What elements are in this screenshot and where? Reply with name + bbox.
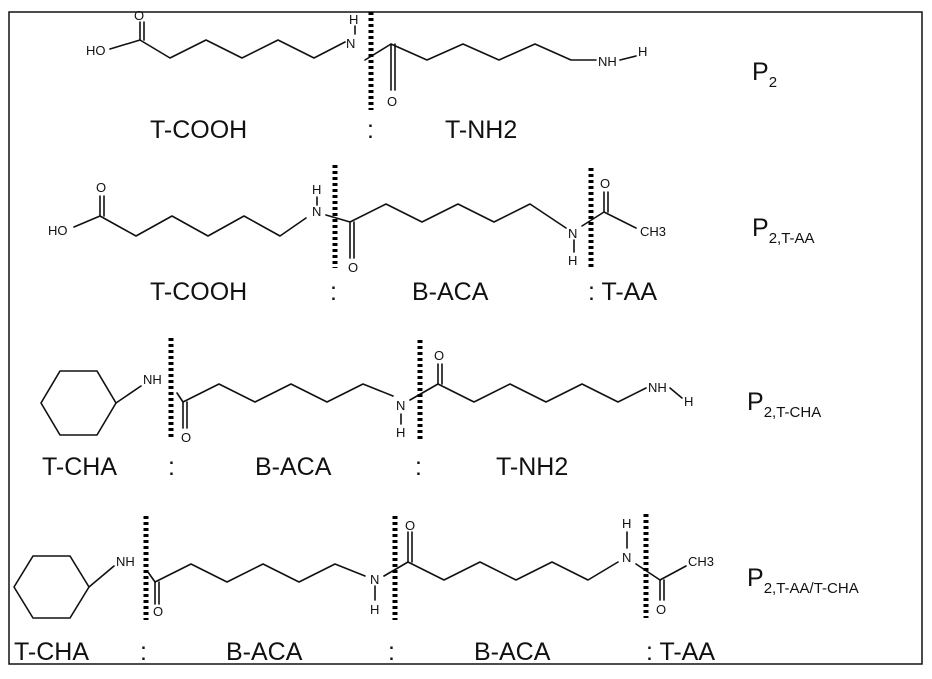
atom-ho: HO xyxy=(48,223,68,238)
atom-o: O xyxy=(656,602,666,617)
segment-label: T-NH2 xyxy=(445,116,517,144)
atom-nh: NH xyxy=(648,380,667,395)
atom-h-terminal: H xyxy=(638,44,647,59)
atom-n: N xyxy=(370,572,379,587)
label-main: P xyxy=(752,214,769,242)
atom-o: O xyxy=(434,348,444,363)
nh2-h-bond xyxy=(619,55,637,61)
atom-h: H xyxy=(568,253,577,268)
atom-h: H xyxy=(622,516,631,531)
segment-separator: : xyxy=(388,638,395,666)
backbone-second-chain xyxy=(409,383,647,403)
atom-o-acetyl: O xyxy=(600,176,610,191)
segment-label: : T-AA xyxy=(646,638,715,666)
ring-nh-bond xyxy=(115,385,142,404)
segment-label: : T-AA xyxy=(588,278,657,306)
structure-label: P2,T-AA xyxy=(752,214,815,247)
atom-h: H xyxy=(370,602,379,617)
structure-p2: HO O H N O NH H T-COOH : T-NH2 P2 xyxy=(86,8,777,144)
structure-label: P2 xyxy=(752,58,777,91)
label-subscript: 2,T-AA/T-CHA xyxy=(764,580,859,597)
atom-n: N xyxy=(346,36,355,51)
label-main: P xyxy=(747,388,764,416)
label-main: P xyxy=(752,58,769,86)
atom-o: O xyxy=(153,604,163,619)
label-subscript: 2 xyxy=(769,74,777,91)
segment-separator: : xyxy=(415,453,422,481)
label-subscript: 2,T-CHA xyxy=(764,404,822,421)
atom-nh: NH xyxy=(598,54,617,69)
backbone-first-chain xyxy=(176,383,394,403)
atom-o: O xyxy=(405,518,415,533)
atom-o-amide: O xyxy=(387,94,397,109)
acetyl-chain xyxy=(581,211,637,229)
atom-nh: NH xyxy=(116,554,135,569)
backbone-middle-chain xyxy=(325,203,567,229)
structure-p2-t-aa-t-cha: NH O N H O H N O CH3 T-CHA : B-ACA : B-A… xyxy=(13,514,859,666)
atom-n: N xyxy=(622,550,631,565)
atom-h-terminal: H xyxy=(684,394,693,409)
segment-label: T-NH2 xyxy=(496,453,568,481)
atom-ho: HO xyxy=(86,43,106,58)
structure-label: P2,T-AA/T-CHA xyxy=(747,564,859,597)
segment-label: T-CHA xyxy=(42,453,117,481)
atom-n: N xyxy=(568,226,577,241)
segment-label: B-ACA xyxy=(474,638,551,666)
structure-p2-t-aa: HO O H N O N H O CH3 T-COOH : B-ACA : T-… xyxy=(48,165,815,306)
atom-o: O xyxy=(181,430,191,445)
segment-label: B-ACA xyxy=(255,453,332,481)
segment-label: T-COOH xyxy=(150,116,247,144)
atom-n: N xyxy=(312,204,321,219)
backbone-acid-chain xyxy=(109,39,346,59)
nh2-h-bond xyxy=(669,387,683,399)
segment-separator: : xyxy=(330,278,337,306)
atom-o-acid: O xyxy=(134,8,144,23)
atom-h: H xyxy=(396,425,405,440)
label-main: P xyxy=(747,564,764,592)
segment-separator: : xyxy=(168,453,175,481)
backbone-first-chain xyxy=(147,563,366,583)
figure-frame xyxy=(8,11,923,665)
backbone-second-chain xyxy=(383,561,619,581)
segment-label: T-COOH xyxy=(150,278,247,306)
atom-nh: NH xyxy=(143,372,162,387)
atom-h: H xyxy=(312,182,321,197)
backbone-amine-chain xyxy=(364,43,597,61)
atom-o-acid: O xyxy=(96,180,106,195)
cyclohexyl-ring xyxy=(40,370,117,436)
segment-label: B-ACA xyxy=(412,278,489,306)
backbone-acid-chain xyxy=(73,215,307,237)
segment-label: B-ACA xyxy=(226,638,303,666)
atom-o-amide: O xyxy=(348,260,358,275)
atom-h: H xyxy=(349,12,358,27)
label-subscript: 2,T-AA xyxy=(769,230,815,247)
structure-p2-t-cha: NH O N H O NH H T-CHA : B-ACA : T-NH2 P2… xyxy=(40,338,821,481)
atom-ch3: CH3 xyxy=(640,224,666,239)
acetyl-chain xyxy=(635,563,687,581)
segment-separator: : xyxy=(140,638,147,666)
ring-nh-bond xyxy=(88,565,115,588)
cyclohexyl-ring xyxy=(13,555,90,619)
structure-label: P2,T-CHA xyxy=(747,388,821,421)
segment-label: T-CHA xyxy=(14,638,89,666)
segment-separator: : xyxy=(367,116,374,144)
atom-n: N xyxy=(396,398,405,413)
atom-ch3: CH3 xyxy=(688,554,714,569)
